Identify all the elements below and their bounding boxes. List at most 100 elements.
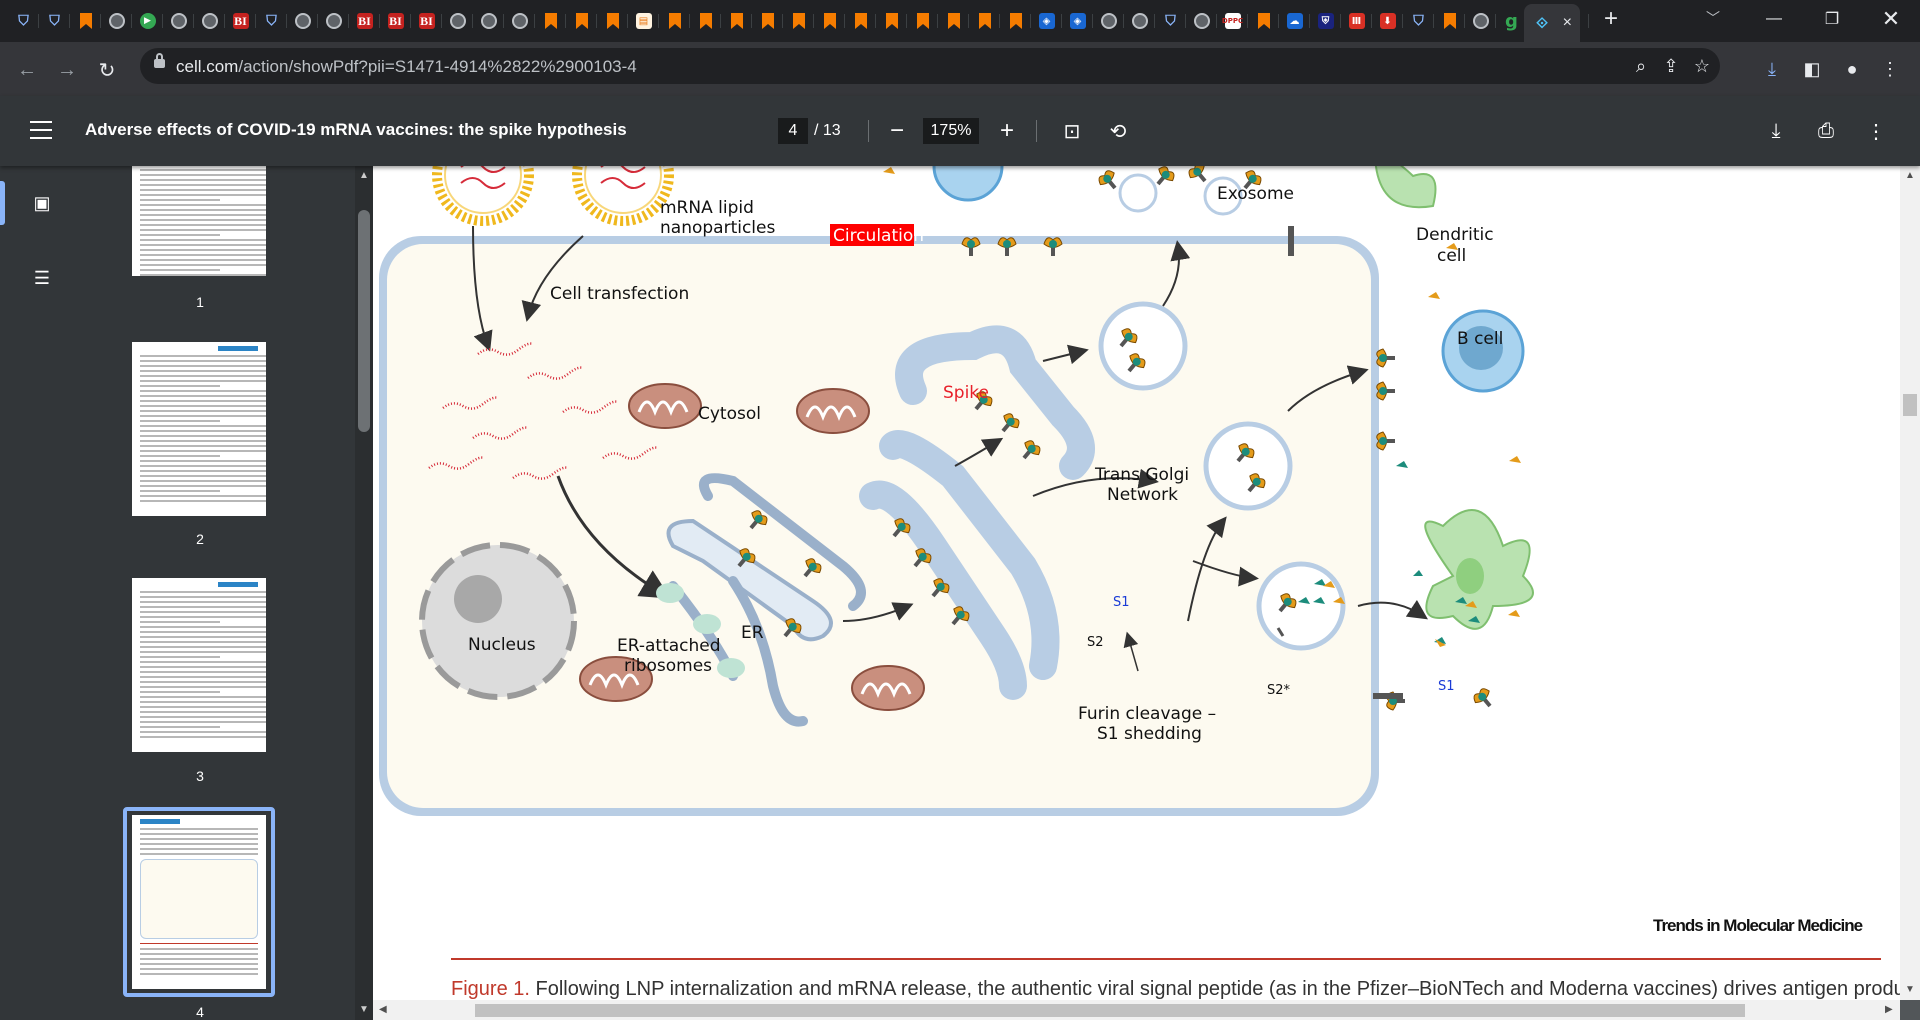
scroll-left-icon[interactable]: ◀ bbox=[379, 1004, 387, 1015]
horizontal-scrollbar[interactable]: ◀ ▶ bbox=[373, 1000, 1900, 1020]
tab[interactable]: ◈ bbox=[1062, 8, 1093, 34]
tab[interactable] bbox=[845, 8, 876, 34]
tab[interactable]: ⛨ bbox=[1310, 8, 1341, 34]
scroll-right-icon[interactable]: ▶ bbox=[1885, 1004, 1893, 1015]
tab[interactable] bbox=[1248, 8, 1279, 34]
tab[interactable] bbox=[659, 8, 690, 34]
tab[interactable] bbox=[876, 8, 907, 34]
tab[interactable] bbox=[287, 8, 318, 34]
zoom-icon[interactable]: ⌕ bbox=[1635, 55, 1647, 76]
print-icon[interactable]: ⎙ bbox=[1818, 119, 1834, 142]
active-tab[interactable]: ⟐ × bbox=[1524, 4, 1580, 42]
tab[interactable] bbox=[163, 8, 194, 34]
tab[interactable] bbox=[1465, 8, 1496, 34]
tab[interactable] bbox=[938, 8, 969, 34]
tab[interactable] bbox=[1434, 8, 1465, 34]
tab[interactable] bbox=[783, 8, 814, 34]
tab[interactable] bbox=[101, 8, 132, 34]
thumbnail-page-1[interactable] bbox=[132, 166, 266, 276]
tab[interactable] bbox=[1124, 8, 1155, 34]
tab[interactable]: ☁ bbox=[1279, 8, 1310, 34]
scrollbar-thumb[interactable] bbox=[1903, 394, 1917, 416]
restore-button[interactable]: ❐ bbox=[1824, 11, 1840, 28]
tab[interactable] bbox=[535, 8, 566, 34]
tab-search-chevron-icon[interactable]: ﹀ bbox=[1706, 10, 1720, 26]
close-tab-icon[interactable]: × bbox=[1562, 14, 1572, 31]
tab[interactable]: DPPC bbox=[1217, 8, 1248, 34]
scroll-up-icon[interactable]: ▲ bbox=[359, 170, 369, 181]
rotate-icon[interactable]: ⟲ bbox=[1109, 120, 1127, 143]
tab[interactable]: ▤ bbox=[628, 8, 659, 34]
sidebar-scrollbar[interactable]: ▲ ▼ bbox=[355, 166, 373, 1020]
back-button[interactable]: ← bbox=[17, 58, 37, 81]
close-window-button[interactable]: ✕ bbox=[1881, 6, 1901, 31]
reload-button[interactable]: ↻ bbox=[98, 59, 116, 82]
tab[interactable]: BI bbox=[349, 8, 380, 34]
url-text[interactable]: cell.com/action/showPdf?pii=S1471-4914%2… bbox=[176, 57, 637, 76]
download-pdf-icon[interactable]: ⤓ bbox=[1771, 119, 1781, 142]
lock-icon[interactable] bbox=[154, 53, 165, 68]
fit-page-icon[interactable]: ⊡ bbox=[1063, 120, 1081, 143]
tab[interactable] bbox=[721, 8, 752, 34]
tab[interactable]: ▶ bbox=[132, 8, 163, 34]
bookmark-star-icon[interactable]: ☆ bbox=[1693, 55, 1711, 76]
scrollbar-thumb[interactable] bbox=[475, 1004, 1745, 1017]
menu-icon[interactable]: ⋮ bbox=[1881, 58, 1899, 79]
tab[interactable]: ⛉ bbox=[39, 8, 70, 34]
menu-toggle-icon[interactable] bbox=[30, 121, 52, 139]
share-icon[interactable]: ⇪ bbox=[1663, 55, 1679, 76]
tab[interactable] bbox=[473, 8, 504, 34]
side-panel-icon[interactable]: ◧ bbox=[1803, 58, 1821, 79]
thumbnail-page-3[interactable] bbox=[132, 578, 266, 752]
tab[interactable]: ⛉ bbox=[1403, 8, 1434, 34]
new-tab-button[interactable]: + bbox=[1603, 5, 1618, 32]
scroll-down-icon[interactable]: ▼ bbox=[359, 1004, 369, 1015]
address-bar[interactable]: cell.com/action/showPdf?pii=S1471-4914%2… bbox=[140, 48, 1720, 84]
tab[interactable] bbox=[194, 8, 225, 34]
scroll-up-icon[interactable]: ▲ bbox=[1905, 170, 1915, 181]
tab[interactable]: BI bbox=[225, 8, 256, 34]
tab[interactable] bbox=[1093, 8, 1124, 34]
tab[interactable] bbox=[690, 8, 721, 34]
globe-icon bbox=[480, 13, 497, 29]
tab[interactable] bbox=[597, 8, 628, 34]
scrollbar-thumb[interactable] bbox=[358, 210, 370, 432]
tab[interactable] bbox=[566, 8, 597, 34]
tab[interactable]: ⬇ bbox=[1372, 8, 1403, 34]
tab[interactable] bbox=[442, 8, 473, 34]
tab[interactable]: Ⅲ bbox=[1341, 8, 1372, 34]
tab[interactable]: BI bbox=[411, 8, 442, 34]
thumbnail-page-4[interactable] bbox=[132, 815, 266, 989]
tab[interactable] bbox=[70, 8, 101, 34]
zoom-input[interactable]: 175% bbox=[923, 118, 979, 144]
pdf-viewport[interactable]: mRNA lipid nanoparticles Circulation Exo… bbox=[373, 166, 1900, 1000]
more-actions-icon[interactable]: ⋮ bbox=[1866, 120, 1886, 143]
profile-icon[interactable]: ● bbox=[1846, 58, 1858, 79]
tab[interactable] bbox=[814, 8, 845, 34]
tab[interactable]: g bbox=[1496, 8, 1527, 34]
tab[interactable]: BI bbox=[380, 8, 411, 34]
vertical-scrollbar[interactable]: ▲ ▼ bbox=[1900, 166, 1920, 1000]
tab[interactable] bbox=[752, 8, 783, 34]
tab[interactable] bbox=[318, 8, 349, 34]
minimize-button[interactable]: — bbox=[1766, 10, 1782, 27]
tab[interactable]: ◈ bbox=[1031, 8, 1062, 34]
forward-button[interactable]: → bbox=[57, 58, 77, 81]
thumb-text-line bbox=[140, 953, 258, 955]
tab[interactable]: ⛉ bbox=[8, 8, 39, 34]
zoom-in-button[interactable]: + bbox=[999, 117, 1014, 144]
page-number-input[interactable]: 4 bbox=[778, 118, 808, 144]
tab[interactable]: ⛉ bbox=[1155, 8, 1186, 34]
zoom-out-button[interactable]: − bbox=[889, 117, 904, 144]
tab[interactable] bbox=[907, 8, 938, 34]
tab[interactable] bbox=[1186, 8, 1217, 34]
download-icon[interactable]: ⤓ bbox=[1768, 58, 1776, 79]
thumbnail-page-2[interactable] bbox=[132, 342, 266, 516]
tab[interactable] bbox=[1000, 8, 1031, 34]
tab[interactable] bbox=[504, 8, 535, 34]
outline-icon[interactable]: ☰ bbox=[33, 267, 51, 288]
tab[interactable] bbox=[969, 8, 1000, 34]
thumbnails-icon[interactable]: ▣ bbox=[33, 192, 51, 213]
scroll-down-icon[interactable]: ▼ bbox=[1905, 984, 1915, 995]
tab[interactable]: ⛉ bbox=[256, 8, 287, 34]
